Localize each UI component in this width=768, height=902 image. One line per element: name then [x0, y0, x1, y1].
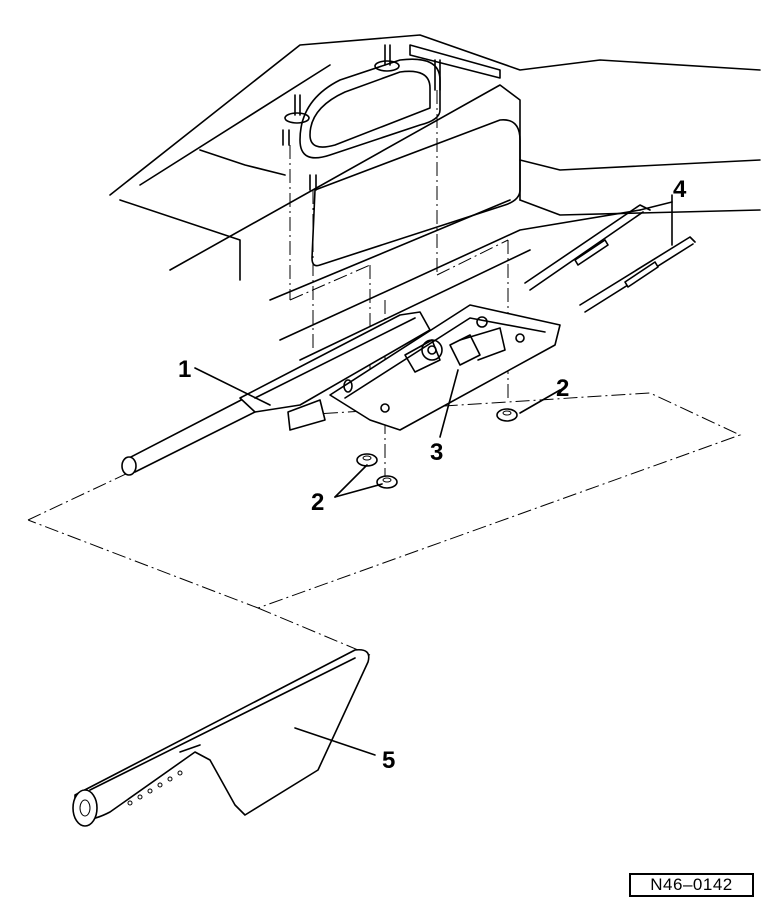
callout-5: 5 [382, 747, 395, 774]
lever-cover [72, 648, 370, 827]
callout-1: 1 [178, 356, 191, 383]
nut-icon [356, 408, 518, 489]
floor-tunnel [109, 34, 761, 361]
callout-2-left: 2 [311, 489, 324, 516]
callout-2-right: 2 [556, 375, 569, 402]
callout-3: 3 [430, 439, 443, 466]
leader-lines [194, 194, 673, 756]
handbrake-lever [121, 304, 561, 476]
reference-code-label: N46–0142 [629, 873, 754, 897]
brake-cables [524, 204, 696, 313]
callout-4: 4 [673, 176, 687, 203]
